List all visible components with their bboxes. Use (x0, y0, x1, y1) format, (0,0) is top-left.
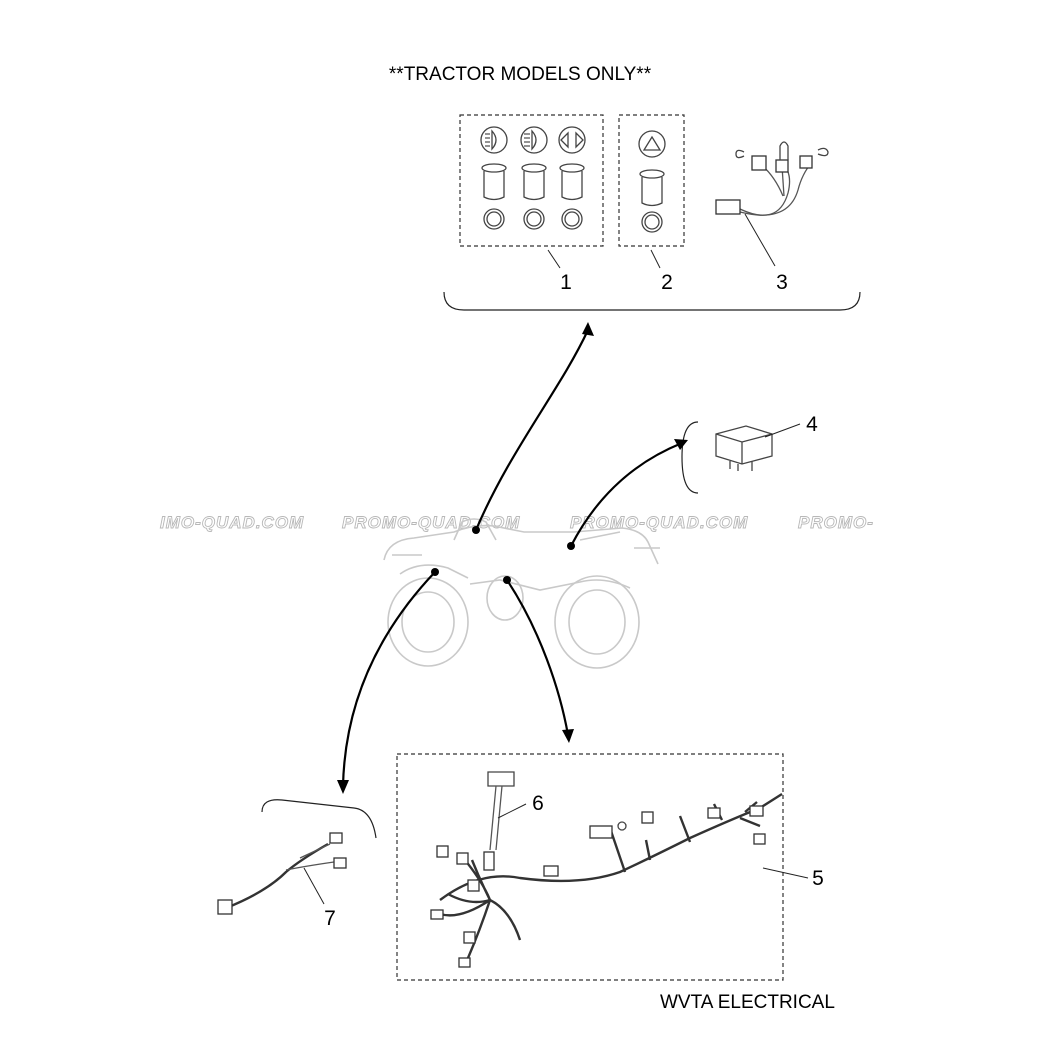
arrow-to-group-top (474, 329, 589, 531)
connector (217, 899, 233, 915)
hazard-warning-icon (638, 130, 666, 158)
arrow-to-part-5 (506, 579, 570, 736)
callout-5: 5 (812, 867, 824, 890)
watermark: IMO-QUAD.COM PROMO-QUAD.COM PROMO-QUAD.C… (160, 513, 874, 533)
diagram-caption: WVTA ELECTRICAL (660, 992, 835, 1013)
part-5-box (396, 753, 784, 981)
leader-5 (762, 867, 809, 879)
arrow-to-part-7 (341, 571, 436, 787)
retaining-ring (483, 208, 583, 230)
part-7-harness[interactable]: 7 (217, 799, 377, 930)
part-5-main-harness[interactable]: 5 6 (396, 753, 824, 981)
arrow-to-relay (570, 441, 683, 547)
leader-6 (497, 803, 527, 819)
socket (751, 155, 767, 171)
group-brace-top (443, 291, 861, 311)
watermark-text-2: PROMO-QUAD.COM (342, 513, 520, 532)
lamp-socket (639, 169, 665, 179)
part-3-bulb-harness[interactable]: 3 (715, 141, 829, 294)
callout-3: 3 (776, 271, 788, 294)
leader-7 (303, 867, 325, 905)
part-1-indicator-lamps[interactable]: 1 (459, 114, 604, 294)
part-4-relay[interactable]: 4 (681, 413, 818, 494)
atv-silhouette (383, 518, 660, 669)
watermark-text-4: PROMO- (798, 513, 874, 532)
callout-7: 7 (324, 907, 336, 930)
callout-2: 2 (661, 271, 673, 294)
turn-signal-icon (558, 126, 586, 154)
bulb (779, 141, 789, 160)
callout-4: 4 (806, 413, 818, 436)
part-6-module[interactable]: 6 (483, 771, 544, 871)
lamp-socket (481, 163, 585, 201)
leader-2 (650, 249, 661, 269)
connector (715, 199, 741, 215)
callout-1: 1 (560, 271, 572, 294)
leader-4 (764, 423, 801, 438)
high-beam-icon (520, 126, 548, 154)
module-body (487, 771, 515, 787)
pointer-arrows (337, 322, 688, 794)
header-title: **TRACTOR MODELS ONLY** (389, 64, 652, 85)
relay-body (715, 425, 773, 465)
watermark-text-1: IMO-QUAD.COM (160, 513, 304, 532)
part-2-box (618, 114, 685, 247)
group-brace-4 (681, 421, 699, 494)
lamp-socket-body (641, 177, 663, 207)
group-brace-7 (261, 799, 377, 839)
leader-3 (744, 213, 776, 267)
part-1-box (459, 114, 604, 247)
leader-1 (547, 249, 561, 269)
watermark-text-3: PROMO-QUAD.COM (570, 513, 748, 532)
connector (430, 909, 444, 920)
part-2-hazard-lamp[interactable]: 2 (618, 114, 685, 294)
low-beam-icon (480, 126, 508, 154)
callout-6: 6 (532, 792, 544, 815)
harness-trunk (439, 792, 783, 901)
retaining-ring (641, 211, 663, 233)
